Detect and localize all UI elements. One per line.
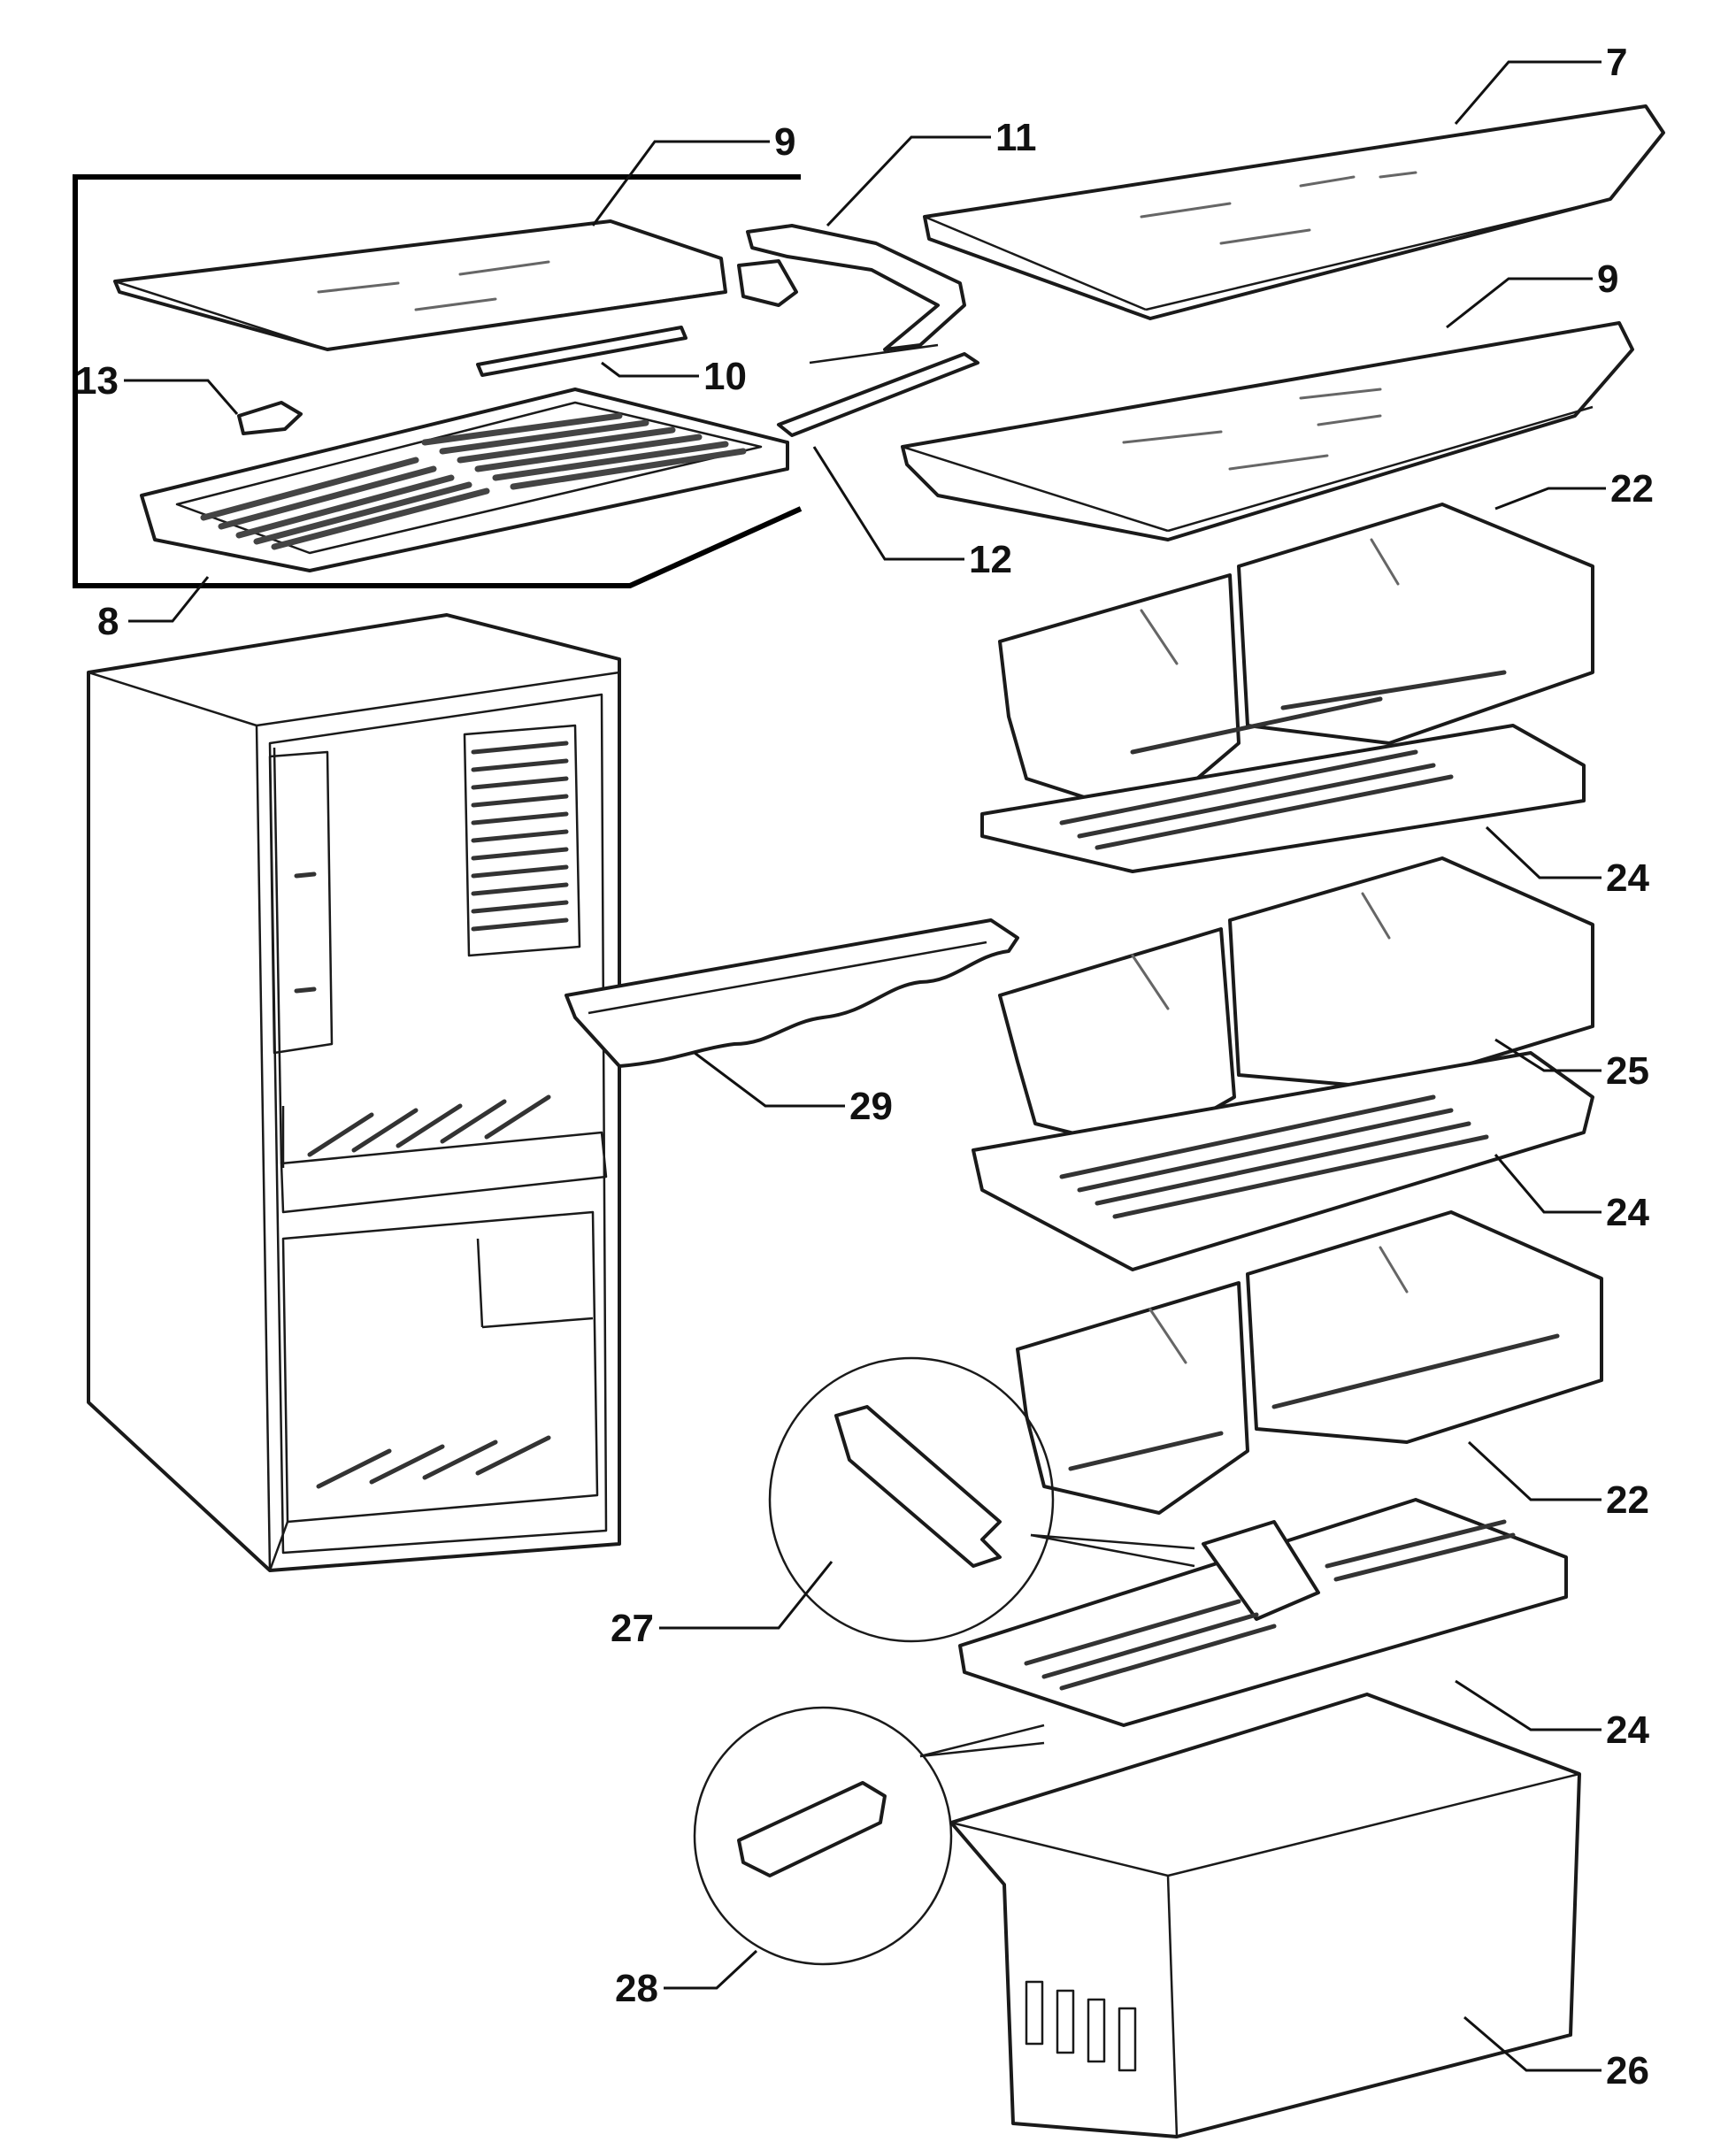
clip-13: [237, 401, 303, 435]
crisper-set-upper: [980, 503, 1594, 873]
label-9-left: 9: [774, 120, 795, 164]
bracket-11: [737, 224, 966, 365]
label-24-middle: 24: [1606, 1191, 1649, 1234]
label-26: 26: [1606, 2049, 1649, 2092]
drawer-26: [949, 1693, 1581, 2138]
label-10: 10: [703, 355, 747, 398]
rail-10: [476, 326, 687, 377]
tray-8-grid: [200, 412, 747, 550]
glass-shelf-9-right: [901, 321, 1634, 541]
glass-shelf-7: [923, 104, 1665, 320]
label-24-upper: 24: [1606, 856, 1649, 900]
label-9-right: 9: [1597, 257, 1618, 301]
detail-28: [693, 1706, 1045, 1966]
label-28: 28: [615, 1967, 658, 2010]
label-8: 8: [97, 600, 119, 643]
part-labels: 7 9 9 11 13 10 12 8 22 24 29 25 24 22 27…: [75, 41, 1654, 2092]
label-22-upper: 22: [1610, 467, 1654, 511]
refrigerator-cabinet: [87, 613, 621, 1572]
label-7: 7: [1606, 41, 1627, 84]
leader-lines: [124, 60, 1606, 2072]
detail-27: [768, 1356, 1195, 1643]
tray-24-lower: [958, 1498, 1568, 1727]
crisper-set-lower: [1016, 1210, 1603, 1515]
label-22-lower: 22: [1606, 1478, 1649, 1522]
label-11: 11: [995, 116, 1037, 159]
label-27: 27: [611, 1607, 654, 1650]
label-29: 29: [849, 1085, 893, 1128]
label-13: 13: [75, 359, 119, 403]
label-25: 25: [1606, 1049, 1649, 1093]
bracket-12: [777, 352, 979, 437]
label-24-lower: 24: [1606, 1708, 1649, 1752]
crisper-set-middle: [972, 856, 1594, 1271]
glass-shelf-9-left: [113, 219, 727, 351]
assembly-frame: [73, 174, 803, 588]
rail-29: [565, 918, 1019, 1068]
evaporator-grille: [463, 724, 581, 957]
label-12: 12: [969, 538, 1012, 581]
wire-tray-8: [140, 388, 789, 572]
boxed-shelf-assembly: [73, 174, 803, 588]
